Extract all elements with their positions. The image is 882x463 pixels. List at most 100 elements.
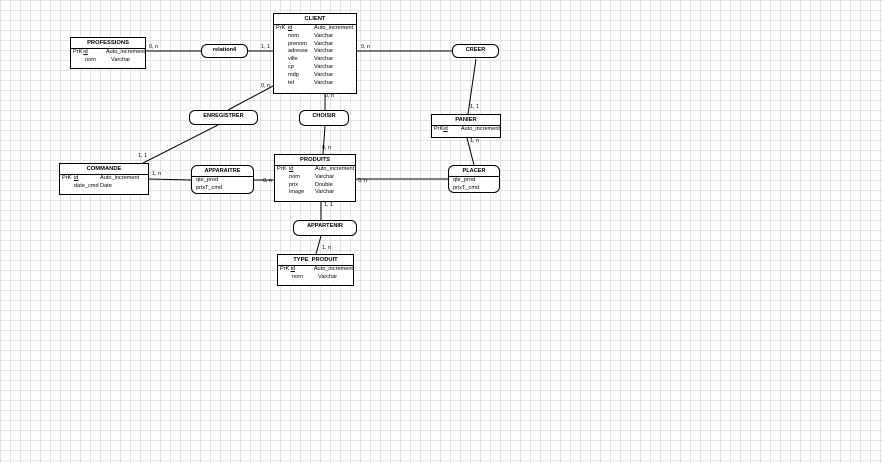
attribute-type: Auto_increment bbox=[100, 175, 140, 181]
attribute-row: prix Double bbox=[275, 182, 355, 190]
attribute-key bbox=[274, 72, 288, 80]
attribute-name: nom bbox=[288, 32, 299, 39]
entity-title: PRODUITS bbox=[275, 155, 355, 166]
attribute-name: id bbox=[290, 266, 296, 272]
attribute-row: adresse Varchar bbox=[274, 48, 356, 56]
attribute-type: Auto_increment bbox=[315, 166, 355, 172]
attribute-name: nom bbox=[289, 173, 300, 180]
card-produits-placer: 0, n bbox=[358, 178, 367, 184]
attribute-key bbox=[278, 274, 292, 282]
assoc-relation4[interactable]: relation4 bbox=[201, 44, 248, 58]
card-panier-placer: 1, n bbox=[470, 138, 479, 144]
attribute-key: PrK bbox=[280, 266, 290, 272]
attribute-type: Varchar bbox=[314, 71, 334, 78]
association-title: APPARAITRE bbox=[192, 166, 253, 177]
link-creer-panier bbox=[467, 58, 477, 115]
attribute-name: id bbox=[83, 49, 88, 55]
attribute-name: prenom bbox=[288, 40, 307, 47]
attribute-type: Varchar bbox=[111, 56, 131, 63]
attribute-key: PrK bbox=[62, 175, 72, 181]
attribute-type: Varchar bbox=[314, 79, 334, 86]
attribute-type: Auto_increment bbox=[460, 126, 500, 132]
card-commande-apparaitre: 1, n bbox=[152, 171, 161, 177]
assoc-enregistrer[interactable]: ENREGISTRER bbox=[189, 110, 258, 125]
link-placer-panier bbox=[466, 137, 475, 166]
attribute-type: Double bbox=[315, 181, 333, 188]
attribute-key bbox=[71, 57, 85, 65]
attribute-type: Varchar bbox=[318, 273, 338, 280]
attribute-name: id bbox=[443, 126, 448, 132]
association-title: ENREGISTRER bbox=[203, 113, 244, 119]
attribute-key bbox=[274, 41, 288, 49]
association-title: CHOISIR bbox=[312, 113, 336, 119]
attribute-key bbox=[274, 33, 288, 41]
attribute-name: ville bbox=[288, 56, 298, 63]
association-title: APPARTENIR bbox=[307, 223, 343, 229]
attribute-key: PrK bbox=[277, 166, 287, 172]
attribute-key: PrK bbox=[276, 25, 286, 31]
attribute-type: Varchar bbox=[314, 32, 334, 39]
attribute-key: PrK bbox=[434, 126, 444, 132]
attribute-type: Varchar bbox=[314, 40, 334, 47]
association-attribute: qte_prod bbox=[196, 177, 219, 183]
attribute-key bbox=[275, 174, 289, 182]
card-client-enregistrer: 0, n bbox=[261, 83, 270, 89]
attribute-name: nom bbox=[292, 273, 303, 280]
card-commande-enregistrer: 1, 1 bbox=[138, 153, 147, 159]
attribute-name: tel bbox=[288, 79, 294, 86]
attribute-type: Date bbox=[100, 182, 112, 189]
attribute-key bbox=[275, 182, 289, 190]
attribute-name: prix bbox=[289, 181, 299, 188]
link-client-enregistrer bbox=[227, 85, 274, 111]
assoc-creer[interactable]: CREER bbox=[452, 44, 499, 58]
card-type-appartenir: 1, n bbox=[322, 245, 331, 251]
card-panier-creer: 1, 1 bbox=[470, 104, 479, 110]
entity-title: PANIER bbox=[432, 115, 500, 126]
attribute-type: Varchar bbox=[315, 173, 335, 180]
link-appartenir-type bbox=[315, 235, 322, 255]
attribute-key: PrK bbox=[73, 49, 83, 55]
attribute-type: Auto_increment bbox=[314, 25, 354, 31]
association-attribute: prixT_cmd bbox=[453, 184, 480, 191]
attribute-key bbox=[274, 48, 288, 56]
card-produits-choisir: 0, n bbox=[322, 145, 331, 151]
association-title: PLACER bbox=[449, 166, 499, 177]
card-produits-apparaitre: 0, n bbox=[263, 178, 272, 184]
attribute-row: tel Varchar bbox=[274, 80, 356, 88]
attribute-name: id bbox=[289, 166, 294, 172]
assoc-appartenir[interactable]: APPARTENIR bbox=[293, 220, 357, 236]
attribute-type: Varchar bbox=[315, 189, 335, 196]
card-client-relation4: 1, 1 bbox=[261, 44, 270, 50]
entity-title: CLIENT bbox=[274, 14, 356, 25]
attribute-type: Varchar bbox=[314, 48, 334, 55]
link-choisir-produits bbox=[322, 125, 326, 155]
association-attribute: prixT_cmd bbox=[196, 184, 223, 191]
attribute-name: nom bbox=[85, 56, 96, 63]
link-commande-apparaitre bbox=[148, 178, 192, 181]
attribute-name: adresse bbox=[288, 48, 308, 55]
link-enregistrer-commande bbox=[142, 124, 219, 164]
attribute-key bbox=[274, 64, 288, 72]
attribute-row: nom Varchar bbox=[275, 174, 355, 182]
attribute-name: id bbox=[288, 25, 293, 31]
attribute-key bbox=[274, 56, 288, 64]
attribute-row: nom Varchar bbox=[274, 33, 356, 41]
assoc-choisir[interactable]: CHOISIR bbox=[299, 110, 349, 126]
attribute-key bbox=[60, 183, 74, 191]
